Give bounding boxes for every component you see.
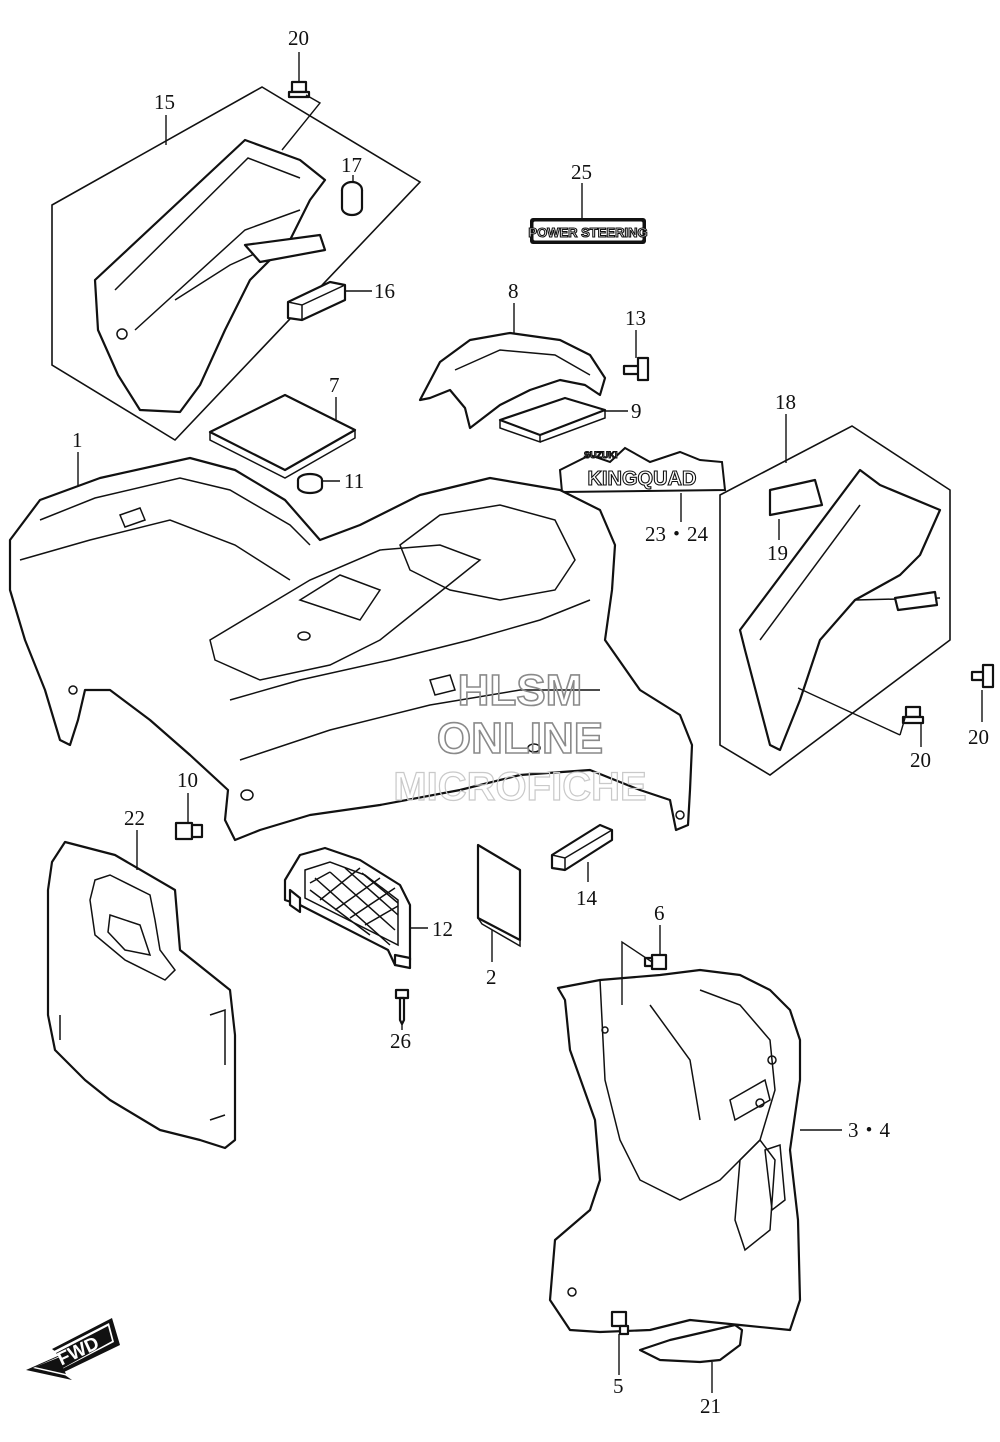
callout-12: 12	[432, 917, 453, 941]
callout-16: 16	[374, 279, 395, 303]
bolt-20-right-a	[970, 663, 995, 689]
callout-9: 9	[631, 399, 642, 423]
callout-21: 21	[700, 1394, 721, 1418]
callout-13: 13	[625, 306, 646, 330]
part-3-4-inner-fender	[548, 968, 802, 1334]
callout-26: 26	[390, 1029, 411, 1053]
bolt-10	[174, 821, 204, 841]
callout-20-top: 20	[288, 26, 309, 50]
part-1-rear-fender	[8, 456, 694, 842]
part-22-mud-flap	[46, 840, 237, 1150]
bolt-20-right-b	[901, 705, 925, 725]
callout-11: 11	[344, 469, 364, 493]
part-7-plate	[208, 393, 357, 479]
callout-25: 25	[571, 160, 592, 184]
bolt-5	[610, 1310, 630, 1336]
callout-20-right-a: 20	[968, 725, 989, 749]
callout-22: 22	[124, 806, 145, 830]
part-21-flap	[638, 1323, 744, 1364]
callout-15: 15	[154, 90, 175, 114]
decal-kingquad: SUZUKI KINGQUAD	[558, 446, 727, 494]
bolt-13	[622, 356, 650, 382]
svg-text:HLSM: HLSM	[458, 666, 583, 715]
watermark: HLSM ONLINE MICROFICHE	[393, 665, 648, 809]
svg-text:KINGQUAD: KINGQUAD	[588, 468, 697, 490]
callout-5: 5	[613, 1374, 624, 1398]
svg-text:POWER STEERING: POWER STEERING	[528, 225, 647, 240]
part-11-grommet	[296, 472, 324, 495]
part-12-grille	[283, 846, 412, 970]
bolt-6	[643, 953, 668, 971]
callout-3-4: 3・4	[848, 1118, 890, 1142]
fwd-arrow-icon: FWD	[26, 1318, 120, 1380]
svg-text:ONLINE: ONLINE	[437, 714, 603, 763]
callout-2: 2	[486, 965, 497, 989]
callout-14: 14	[576, 886, 598, 910]
callout-8: 8	[508, 279, 519, 303]
svg-text:SUZUKI: SUZUKI	[584, 450, 618, 460]
callout-20-right-b: 20	[910, 748, 931, 772]
screw-26	[394, 988, 410, 1026]
callout-23-24: 23・24	[645, 522, 708, 546]
kit-box-15	[51, 86, 422, 442]
callout-10: 10	[177, 768, 198, 792]
part-2-sheet	[476, 843, 522, 948]
callout-1: 1	[72, 428, 83, 452]
decal-power-steering: POWER STEERING	[528, 218, 648, 244]
kit-box-18	[719, 425, 951, 776]
callout-labels: 20 15 17 16 25 8 13 9 7 11 1 23・24 18 19…	[72, 26, 989, 1418]
leader-lines	[77, 52, 983, 1393]
bolt-20-top	[287, 80, 311, 99]
callout-7: 7	[329, 373, 340, 397]
callout-6: 6	[654, 901, 665, 925]
callout-19: 19	[767, 541, 788, 565]
part-14-pad	[550, 823, 614, 872]
part-8-cover	[418, 331, 607, 430]
callout-17: 17	[341, 153, 362, 177]
callout-18: 18	[775, 390, 796, 414]
part-9-pad	[498, 396, 607, 444]
svg-text:MICROFICHE: MICROFICHE	[393, 765, 646, 809]
